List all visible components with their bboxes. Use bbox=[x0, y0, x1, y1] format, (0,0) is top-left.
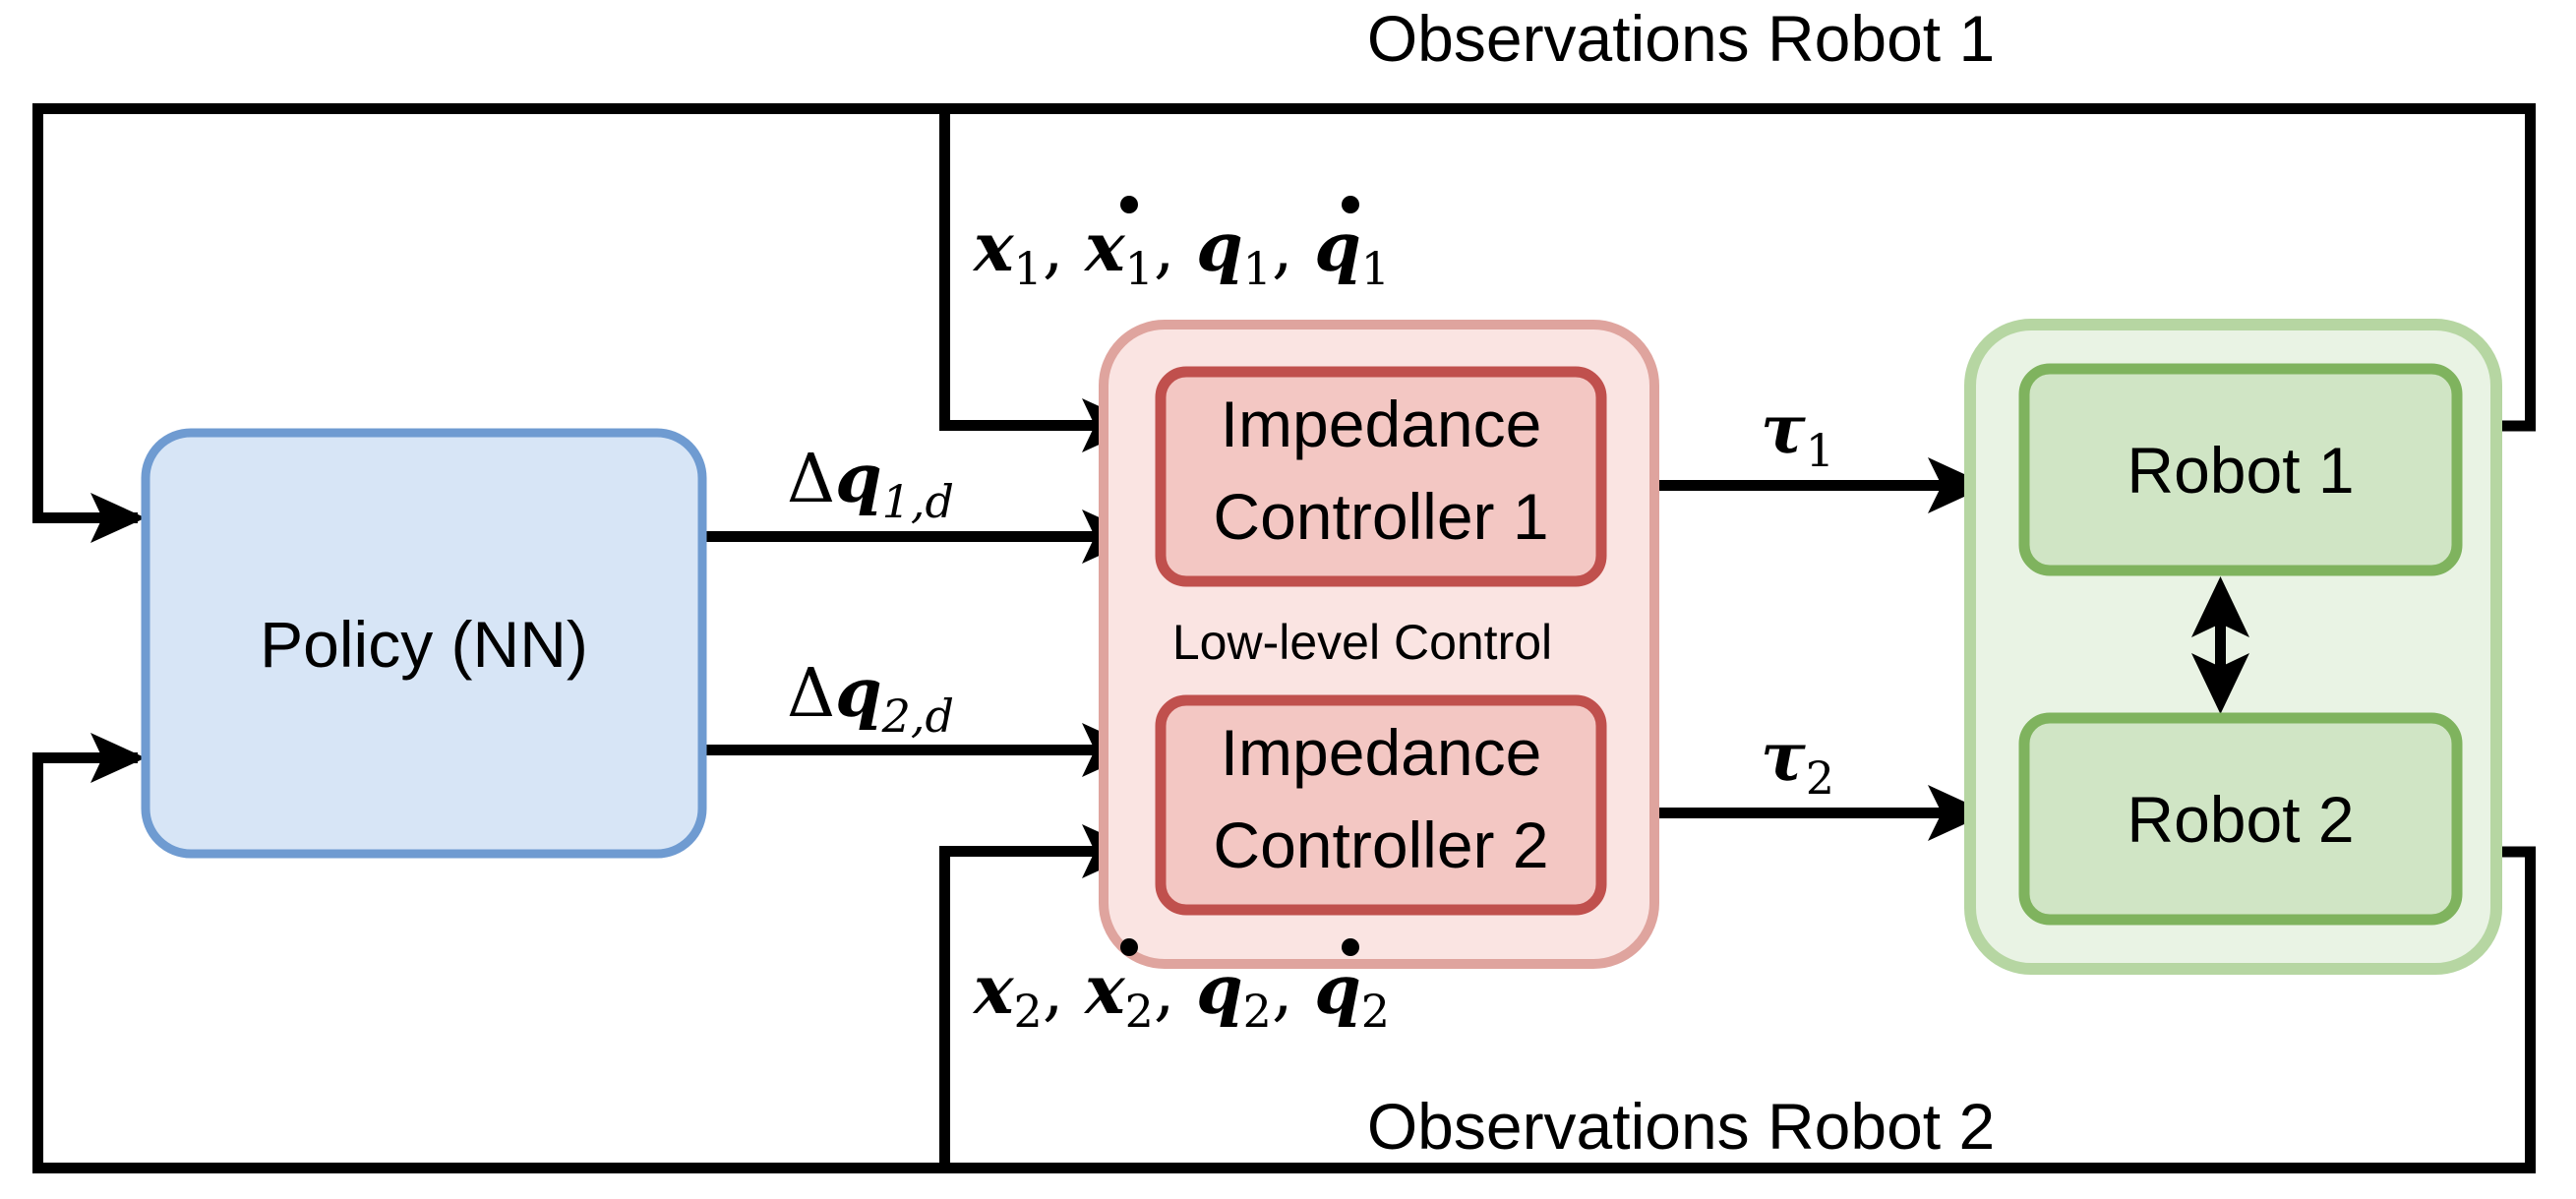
robot-1-rect[interactable] bbox=[2018, 363, 2463, 576]
robot-2-block[interactable]: Robot 2 bbox=[2018, 712, 2463, 926]
obs2-xdot-sym: x bbox=[1083, 951, 1126, 1030]
robot-2-label: Robot 2 bbox=[2127, 783, 2354, 856]
obs2-q-sub: 2 bbox=[1243, 985, 1272, 1038]
svg-text:x1, x1, q1, q1: x1, x1, q1, q1 bbox=[972, 209, 1390, 295]
arrow-head-into-robot1 bbox=[1928, 457, 1989, 513]
arrow-head-into-policy-1 bbox=[90, 493, 146, 543]
delta-q1d-label: Δq1,d bbox=[787, 440, 954, 528]
obs2-comma-2: , bbox=[1154, 952, 1196, 1030]
obs1-signal-label: x1, x1, q1, q1 bbox=[972, 196, 1390, 295]
tau2-sym: τ bbox=[1761, 718, 1806, 797]
dq2-sym: q bbox=[835, 654, 882, 733]
obs1-comma-1: , bbox=[1043, 210, 1085, 287]
dq1-delta: Δ bbox=[787, 441, 835, 518]
obs1-xdot-sub: 1 bbox=[1125, 242, 1154, 295]
obs1-x-sub: 1 bbox=[1014, 242, 1043, 295]
svg-text:τ1: τ1 bbox=[1761, 390, 1834, 477]
dq2-sub: 2,d bbox=[881, 689, 954, 743]
obs2-qdot-sym: q bbox=[1314, 951, 1361, 1030]
impedance-controller-2-block[interactable]: Impedance Controller 2 bbox=[1155, 694, 1607, 916]
low-level-control-caption: Low-level Control bbox=[1172, 615, 1552, 670]
obs2-signal-label: x2, x2, q2, q2 bbox=[972, 938, 1390, 1038]
robot-2-rect[interactable] bbox=[2018, 712, 2463, 926]
impedance-controller-1-block[interactable]: Impedance Controller 1 bbox=[1155, 366, 1607, 587]
obs1-q-sym: q bbox=[1196, 209, 1243, 287]
robot-interaction-arrow-head-down bbox=[2191, 653, 2249, 714]
obs2-x-sub: 2 bbox=[1014, 985, 1043, 1038]
feedback-loop-robot1 bbox=[32, 103, 2536, 543]
dq2-delta: Δ bbox=[787, 655, 835, 733]
impedance-controller-2-label-line2: Controller 2 bbox=[1213, 809, 1548, 881]
obs1-comma-2: , bbox=[1154, 210, 1196, 287]
impedance-controller-1-label-line1: Impedance bbox=[1221, 388, 1542, 460]
robot-1-block[interactable]: Robot 1 bbox=[2018, 363, 2463, 576]
policy-block-label: Policy (NN) bbox=[260, 608, 588, 681]
obs2-comma-1: , bbox=[1043, 952, 1085, 1030]
policy-block-rect[interactable] bbox=[141, 428, 707, 859]
obs1-comma-3: , bbox=[1272, 210, 1314, 287]
obs1-qdot-accent bbox=[1342, 196, 1359, 213]
feedback-loop-robot2 bbox=[32, 733, 2536, 1173]
arrow-head-into-policy-2 bbox=[90, 733, 146, 783]
obs1-xdot-sym: x bbox=[1083, 209, 1126, 287]
dq1-sub: 1,d bbox=[882, 475, 954, 528]
obs2-x-sym: x bbox=[972, 951, 1015, 1030]
obs2-qdot-accent bbox=[1342, 938, 1359, 956]
obs2-q-sym: q bbox=[1196, 951, 1243, 1030]
tau2-label: τ2 bbox=[1761, 718, 1834, 805]
obs1-qdot-sym: q bbox=[1314, 209, 1361, 287]
observations-robot-2-title: Observations Robot 2 bbox=[1367, 1090, 1995, 1163]
obs2-xdot-sub: 2 bbox=[1125, 985, 1154, 1038]
policy-block[interactable]: Policy (NN) bbox=[141, 428, 707, 859]
impedance-controller-2-label-line1: Impedance bbox=[1221, 716, 1542, 789]
svg-text:Δq2,d: Δq2,d bbox=[787, 654, 954, 743]
robot-interaction-arrow bbox=[2191, 576, 2249, 714]
arrow-head-into-robot2 bbox=[1928, 785, 1989, 841]
tau1-sub: 1 bbox=[1806, 424, 1834, 477]
impedance-controller-1-rect[interactable] bbox=[1155, 366, 1607, 587]
obs2-qdot-sub: 2 bbox=[1361, 985, 1390, 1038]
impedance-controller-2-rect[interactable] bbox=[1155, 694, 1607, 916]
svg-text:Δq1,d: Δq1,d bbox=[787, 440, 954, 528]
tau2-sub: 2 bbox=[1806, 751, 1834, 805]
robot-interaction-arrow-head-up bbox=[2191, 576, 2249, 637]
obs1-qdot-sub: 1 bbox=[1361, 242, 1390, 295]
delta-q2d-label: Δq2,d bbox=[787, 654, 954, 743]
observations-robot-1-title: Observations Robot 1 bbox=[1367, 2, 1995, 75]
tau1-sym: τ bbox=[1761, 390, 1806, 469]
robot-1-label: Robot 1 bbox=[2127, 434, 2354, 507]
tau1-label: τ1 bbox=[1761, 390, 1834, 477]
impedance-controller-1-label-line2: Controller 1 bbox=[1213, 480, 1548, 553]
obs1-xdot-accent bbox=[1120, 196, 1138, 213]
svg-text:x2, x2, q2, q2: x2, x2, q2, q2 bbox=[972, 951, 1390, 1038]
dq1-sym: q bbox=[835, 440, 882, 518]
low-level-control-group: Impedance Controller 1 Low-level Control… bbox=[1099, 320, 1659, 969]
obs2-comma-3: , bbox=[1272, 952, 1314, 1030]
svg-text:τ2: τ2 bbox=[1761, 718, 1834, 805]
robot-group: Robot 1 Robot 2 bbox=[1964, 319, 2502, 975]
obs2-xdot-accent bbox=[1120, 938, 1138, 956]
obs1-x-sym: x bbox=[972, 209, 1015, 287]
obs1-q-sub: 1 bbox=[1243, 242, 1272, 295]
